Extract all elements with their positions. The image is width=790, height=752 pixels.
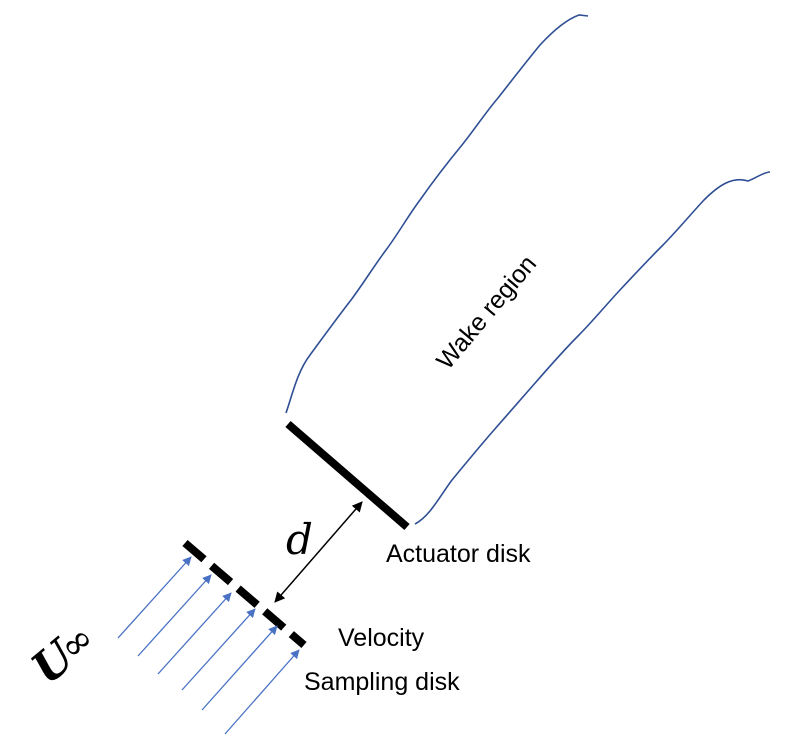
inflow-arrow — [117, 556, 192, 639]
inflow-arrow — [201, 625, 278, 711]
inflow-arrow — [181, 608, 256, 691]
distance-label: d — [286, 515, 313, 564]
inflow-arrow — [137, 574, 212, 657]
inflow-arrows — [117, 556, 300, 735]
distance-arrow — [274, 501, 363, 603]
actuator-disk — [285, 420, 410, 531]
actuator-disk-label: Actuator disk — [386, 540, 531, 568]
inflow-arrow — [157, 592, 232, 675]
inflow-arrow — [224, 649, 300, 735]
freestream-label: U ∞ — [22, 615, 103, 694]
sampling-disk — [182, 539, 307, 649]
wake-lower-boundary — [414, 171, 771, 525]
wake-region-label: Wake region — [431, 250, 542, 375]
velocity-label-line1: Velocity — [338, 624, 425, 652]
wake-upper-boundary — [285, 14, 589, 414]
velocity-label-line2: Sampling disk — [304, 668, 460, 696]
